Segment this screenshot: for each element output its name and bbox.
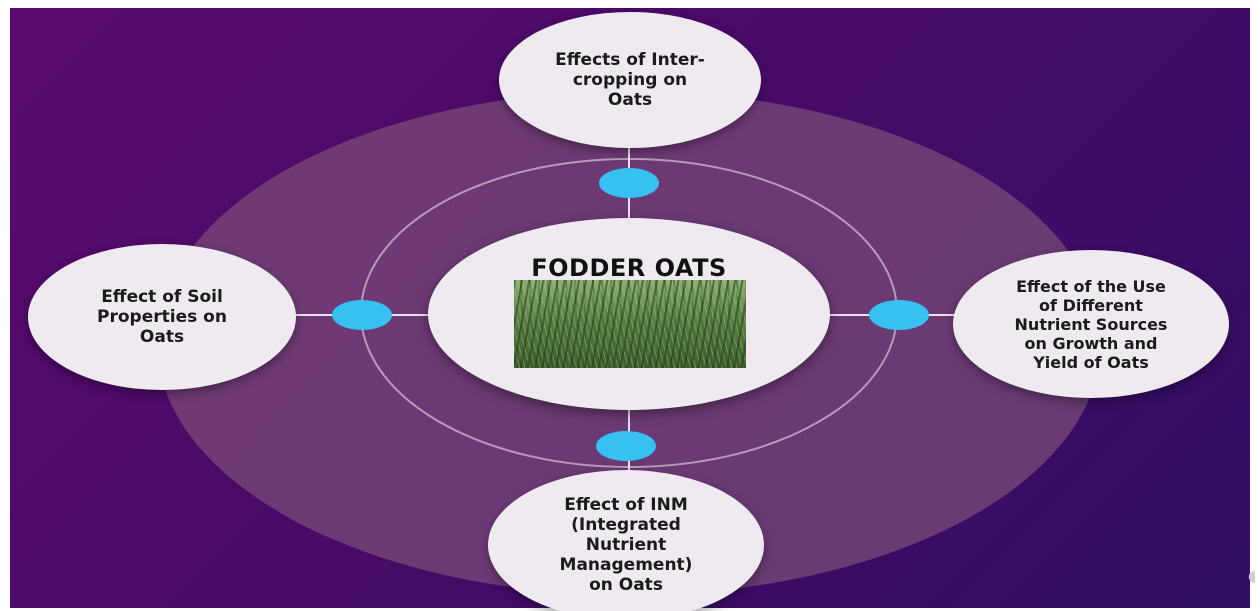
node-soil-properties: Effect of Soil Properties on Oats bbox=[28, 244, 296, 390]
connector-dot-bottom bbox=[596, 431, 656, 461]
connector-dot-right bbox=[869, 300, 929, 330]
resize-handle-icon: ◖ bbox=[1248, 566, 1257, 585]
node-intercropping: Effects of Inter- cropping on Oats bbox=[499, 12, 761, 148]
center-title: FODDER OATS bbox=[531, 254, 727, 282]
node-intercropping-label: Effects of Inter- cropping on Oats bbox=[555, 50, 705, 110]
oat-field-photo bbox=[514, 280, 746, 368]
connector-dot-top bbox=[599, 168, 659, 198]
node-soil-properties-label: Effect of Soil Properties on Oats bbox=[97, 287, 227, 347]
node-inm: Effect of INM (Integrated Nutrient Manag… bbox=[488, 470, 764, 611]
node-inm-label: Effect of INM (Integrated Nutrient Manag… bbox=[559, 495, 693, 595]
connector-dot-left bbox=[332, 300, 392, 330]
node-nutrient-sources-label: Effect of the Use of Different Nutrient … bbox=[1014, 276, 1168, 372]
node-nutrient-sources: Effect of the Use of Different Nutrient … bbox=[953, 250, 1229, 398]
